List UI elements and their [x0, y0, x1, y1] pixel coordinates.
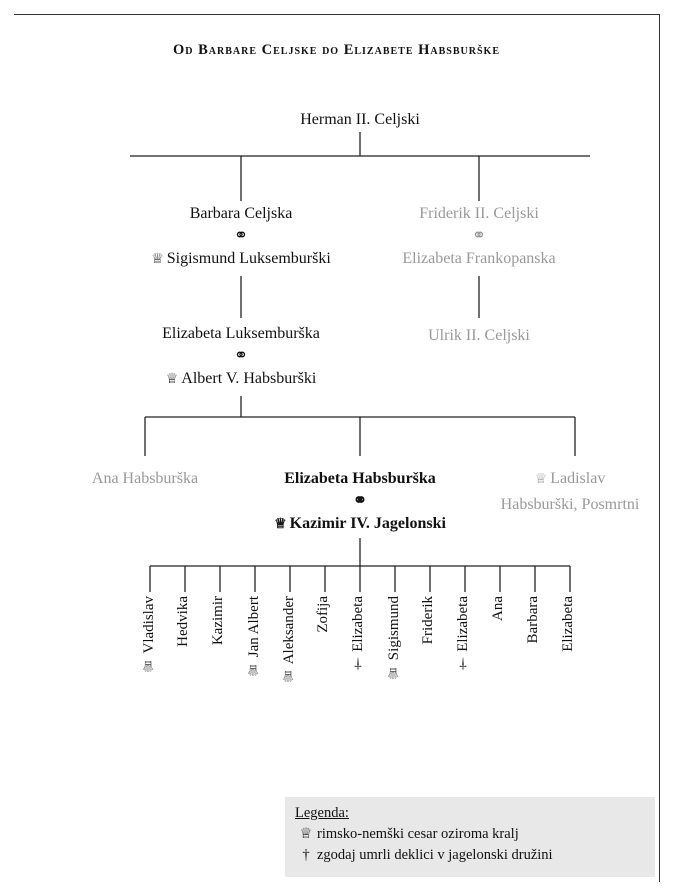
dagger-icon: †	[302, 847, 310, 863]
ladislav-name-line2: Habsburški, Posmrtni	[500, 496, 640, 513]
marriage-rings-icon: ⚭	[352, 491, 368, 510]
elizabeta-habsburska-name: Elizabeta Habsburška	[284, 470, 436, 487]
legend-item-dagger-text: zgodaj umrli deklici v jagelonski družin…	[317, 847, 553, 863]
node-ana-habsburska: Ana Habsburška	[55, 466, 235, 491]
child-name: Friderik	[420, 596, 436, 645]
friderik-name: Friderik II. Celjski	[419, 205, 539, 222]
sigismund-name: Sigismund Luksemburški	[166, 250, 331, 267]
legend-title: Legenda:	[295, 805, 349, 821]
kazimir-iv-name: Kazimir IV. Jagelonski	[289, 515, 446, 532]
legend-item-crown-text: rimsko-nemški cesar oziroma kralj	[317, 826, 519, 842]
marriage-rings-icon: ⚭	[233, 226, 249, 245]
child-name: † Elizabeta	[455, 596, 471, 672]
legend-box: Legenda: ♕rimsko-nemški cesar oziroma kr…	[285, 797, 655, 877]
page-frame	[14, 14, 660, 882]
node-elizabeta-habsburska: Elizabeta Habsburška ⚭ ♕Kazimir IV. Jage…	[220, 466, 500, 537]
barbara-name: Barbara Celjska	[189, 205, 293, 222]
node-root: Herman II. Celjski	[260, 107, 460, 132]
node-ulrik: Ulrik II. Celjski	[339, 323, 619, 348]
legend-item-dagger: † zgodaj umrli deklici v jagelonski druži…	[295, 845, 645, 866]
ulrik-name: Ulrik II. Celjski	[428, 327, 530, 344]
page-title: Od Barbare Celjske do Elizabete Habsburš…	[172, 42, 500, 58]
root-name: Herman II. Celjski	[300, 111, 420, 128]
ana-habsburska-name: Ana Habsburška	[91, 470, 199, 487]
crown-icon: ♕	[151, 252, 164, 267]
elizabeta-luksemburska-name: Elizabeta Luksemburška	[162, 325, 320, 342]
child-name: ♕ Sigismund	[386, 596, 402, 682]
node-ladislav: ♕Ladislav Habsburški, Posmrtni	[470, 466, 670, 517]
crown-icon: ♕	[299, 826, 313, 842]
child-name: Hedvika	[175, 596, 191, 647]
elizabeta-frankopanska-name: Elizabeta Frankopanska	[402, 250, 556, 267]
child-name: Elizabeta	[560, 596, 576, 652]
child-name: ♕ Aleksander	[281, 596, 297, 686]
crown-icon: ♕	[165, 372, 179, 387]
albert-name: Albert V. Habsburški	[181, 370, 317, 387]
crown-icon: ♕	[274, 517, 287, 532]
marriage-rings-icon: ⚭	[471, 226, 487, 245]
legend-item-crown: ♕rimsko-nemški cesar oziroma kralj	[295, 824, 645, 845]
child-name: ♕ Jan Albert	[246, 596, 262, 679]
connector-children-ticks	[149, 566, 571, 592]
child-name: Barbara	[525, 596, 541, 644]
ladislav-name-line1: Ladislav	[550, 470, 606, 487]
marriage-rings-icon: ⚭	[233, 346, 249, 365]
child-name: Ana	[490, 596, 506, 621]
node-friderik: Friderik II. Celjski ⚭ Elizabeta Frankop…	[339, 201, 619, 271]
child-name: Zofija	[315, 596, 331, 633]
child-name: Kazimir	[210, 596, 226, 646]
crown-icon: ♕	[534, 472, 548, 487]
child-name: † Elizabeta	[350, 596, 366, 672]
node-barbara: Barbara Celjska ⚭ ♕Sigismund Luksemburšk…	[101, 201, 381, 272]
node-elizabeta-luksemburska: Elizabeta Luksemburška ⚭ ♕Albert V. Habs…	[101, 321, 381, 392]
child-name: ♕ Vladislav	[141, 596, 157, 675]
